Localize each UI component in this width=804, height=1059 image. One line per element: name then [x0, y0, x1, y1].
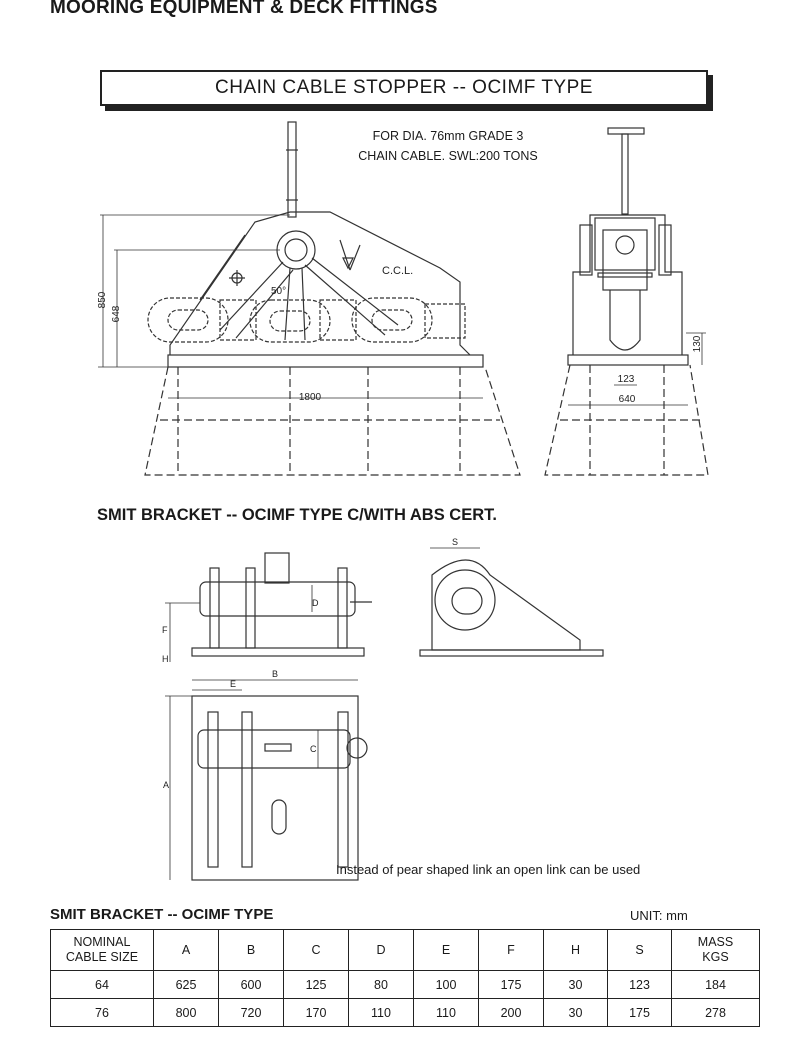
smit-bracket-heading: SMIT BRACKET -- OCIMF TYPE C/WITH ABS CE… [97, 506, 497, 524]
stopper-foundation [144, 366, 521, 476]
bracket-base [191, 647, 365, 657]
table-cell: 125 [283, 970, 349, 999]
stopper-spec-note: FOR DIA. 76mm GRADE 3 CHAIN CABLE. SWL:2… [318, 126, 578, 166]
table-cell: 600 [218, 970, 284, 999]
stopper-side-body [572, 214, 683, 355]
header-cell: B [218, 929, 284, 971]
dim-angle: 50° [271, 286, 286, 297]
table-cell: 123 [607, 970, 672, 999]
header-cell: S [607, 929, 672, 971]
table-cell: 720 [218, 998, 284, 1027]
stopper-drawing: 850 648 50° C.C.L. 1800 130 123 640 [97, 121, 709, 476]
dim-640: 640 [619, 394, 636, 405]
bracket-side-body [431, 559, 581, 651]
table-cell: 110 [348, 998, 414, 1027]
dim-h: H [162, 654, 169, 664]
dim-130: 130 [692, 335, 703, 352]
header-cell: E [413, 929, 479, 971]
table-cell: 278 [671, 998, 760, 1027]
header-cell: D [348, 929, 414, 971]
open-link-note: Instead of pear shaped link an open link… [336, 862, 641, 877]
dim-s: S [452, 537, 458, 547]
header-cell: H [543, 929, 608, 971]
page-header: MOORING EQUIPMENT & DECK FITTINGS [50, 0, 438, 18]
table-cell: 76 [50, 998, 154, 1027]
stopper-pivot [276, 230, 316, 270]
table-cell: 30 [543, 970, 608, 999]
dim-123: 123 [618, 374, 635, 385]
stopper-base-plate [167, 354, 484, 368]
table-cell: 184 [671, 970, 760, 999]
stopper-rod [287, 121, 297, 218]
chain-link [147, 297, 229, 343]
stopper-side-handle [607, 127, 645, 135]
bracket-plan-slot [271, 799, 287, 835]
unit-label: UNIT: mm [630, 908, 688, 923]
bracket-side-base [419, 649, 604, 657]
header-cell: F [478, 929, 544, 971]
table-title: SMIT BRACKET -- OCIMF TYPE [50, 906, 274, 923]
dim-e: E [230, 679, 236, 689]
stopper-title-box: CHAIN CABLE STOPPER -- OCIMF TYPE [100, 70, 708, 106]
dim-a: A [163, 780, 169, 790]
stopper-note-line2: CHAIN CABLE. SWL:200 TONS [358, 149, 538, 163]
stopper-note-line1: FOR DIA. 76mm GRADE 3 [372, 129, 524, 143]
dim-d: D [312, 598, 319, 608]
table-cell: 110 [413, 998, 479, 1027]
header-cell: A [153, 929, 219, 971]
table-cell: 170 [283, 998, 349, 1027]
bracket-drawing: S D F H B E C A [162, 537, 604, 881]
table-cell: 30 [543, 998, 608, 1027]
dim-b: B [272, 669, 278, 679]
table-cell: 175 [478, 970, 544, 999]
header-cell: C [283, 929, 349, 971]
table-row: 64 625 600 125 80 100 175 30 123 184 [50, 970, 760, 999]
stopper-title: CHAIN CABLE STOPPER -- OCIMF TYPE [215, 77, 593, 98]
table-cell: 175 [607, 998, 672, 1027]
bracket-plan-base [191, 695, 359, 881]
table-row: 76 800 720 170 110 110 200 30 175 278 [50, 998, 760, 1027]
dim-1800: 1800 [299, 392, 322, 403]
table-cell: 100 [413, 970, 479, 999]
ccl-label: C.C.L. [382, 265, 413, 277]
dim-f: F [162, 625, 168, 635]
table-cell: 80 [348, 970, 414, 999]
table-cell: 625 [153, 970, 219, 999]
dim-c: C [310, 744, 317, 754]
table-cell: 64 [50, 970, 154, 999]
table-cell: 200 [478, 998, 544, 1027]
dim-850: 850 [97, 291, 108, 308]
chain-link [249, 299, 331, 343]
table-cell: 800 [153, 998, 219, 1027]
stopper-body-outline [169, 211, 471, 356]
dim-648: 648 [111, 305, 122, 322]
chain-link [351, 297, 433, 343]
